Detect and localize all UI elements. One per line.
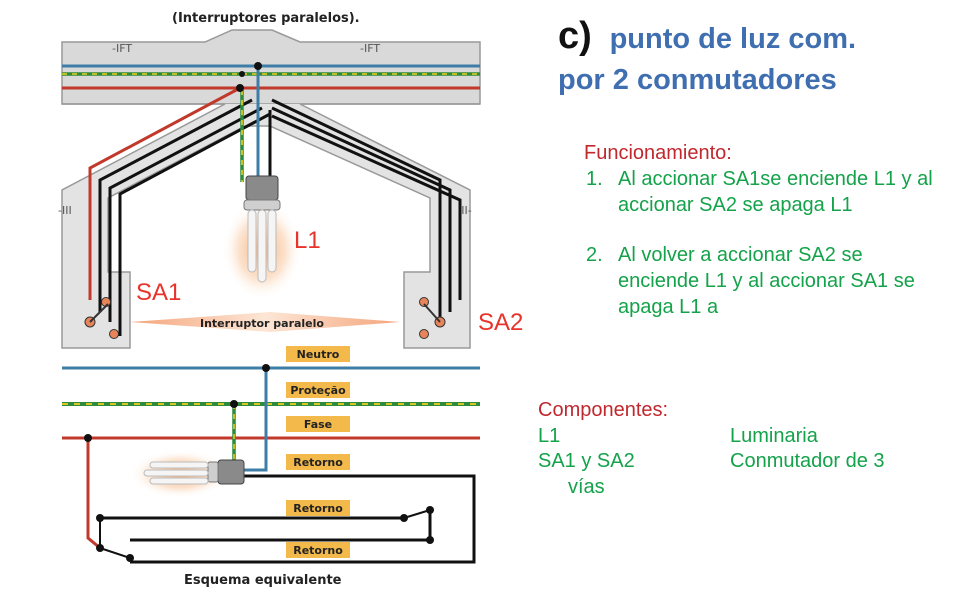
schematic-bus-lines (62, 366, 480, 440)
componentes-section: Componentes: L1 Luminaria SA1 y SA2 Conm… (538, 398, 938, 500)
schematic-lamp (130, 450, 245, 498)
left-branch-wires (88, 86, 271, 336)
svg-text:Neutro: Neutro (297, 348, 340, 361)
switch2-label: SA2 (478, 309, 523, 336)
lamp-l1 (222, 175, 302, 300)
item-text: Al volver a accionar SA2 se enciende L1 … (618, 244, 915, 318)
funcionamiento-item-2: 2. Al volver a accionar SA2 se enciende … (584, 242, 944, 320)
item-text: Al accionar SA1se enciende L1 y al accio… (618, 168, 933, 216)
switch-sa2 (419, 297, 446, 339)
switch1-label: SA1 (136, 279, 181, 306)
funcionamiento-item-1: 1. Al accionar SA1se enciende L1 y al ac… (584, 166, 944, 218)
slide-title: c) punto de luz com. por 2 conmutadores (558, 14, 856, 97)
component-desc: Conmutador de 3 (730, 450, 885, 473)
switch-sa1 (84, 297, 119, 339)
right-branch-wires (271, 98, 462, 322)
svg-text:Proteção: Proteção (290, 384, 346, 397)
component-code: L1 (538, 424, 561, 447)
svg-text:Fase: Fase (304, 418, 332, 431)
svg-text:Retorno: Retorno (293, 456, 343, 469)
item-number: 1. (586, 168, 603, 190)
svg-text:-IFT: -IFT (112, 42, 132, 55)
component-desc: Luminaria (730, 424, 818, 447)
schematic-junctions (84, 364, 434, 562)
funcionamiento-list: 1. Al accionar SA1se enciende L1 y al ac… (584, 166, 944, 320)
bus-tag-retorno-1: Retorno (286, 454, 350, 470)
svg-text:Retorno: Retorno (293, 544, 343, 557)
title-line-1: punto de luz com. (609, 23, 857, 55)
title-letter: c) (558, 15, 592, 57)
component-row-l1: L1 Luminaria (538, 424, 938, 450)
top-bus-wires (62, 64, 480, 90)
wiring-diagram: (Interruptores paralelos). -IFT -IFT -II… (58, 11, 523, 588)
title-line-2: por 2 conmutadores (558, 63, 837, 96)
svg-text:-IFT: -IFT (360, 42, 380, 55)
bus-tag-fase: Fase (286, 416, 350, 432)
component-continuation: vías (568, 475, 605, 498)
component-code: SA1 y SA2 (538, 450, 635, 473)
lamp-label: L1 (294, 227, 321, 254)
svg-text:-III: -III (58, 204, 72, 217)
funcionamiento-heading: Funcionamiento: (584, 142, 732, 164)
item-number: 2. (586, 244, 603, 266)
bus-tag-protecao: Proteção (286, 382, 350, 398)
switch-connection-beam (130, 312, 400, 332)
bottom-caption: Esquema equivalente (184, 573, 342, 588)
funcionamiento-section: Funcionamiento: 1. Al accionar SA1se enc… (584, 140, 944, 320)
bus-tag-retorno-3: Retorno (286, 542, 350, 558)
component-row-switches: SA1 y SA2 Conmutador de 3 (538, 449, 938, 475)
svg-text:Retorno: Retorno (293, 502, 343, 515)
componentes-heading: Componentes: (538, 399, 669, 421)
bus-tag-retorno-2: Retorno (286, 500, 350, 516)
top-caption: (Interruptores paralelos). (172, 11, 360, 26)
lamp-feed-wires (236, 62, 272, 182)
center-caption: Interruptor paralelo (200, 317, 324, 330)
bus-tag-neutro: Neutro (286, 346, 350, 362)
